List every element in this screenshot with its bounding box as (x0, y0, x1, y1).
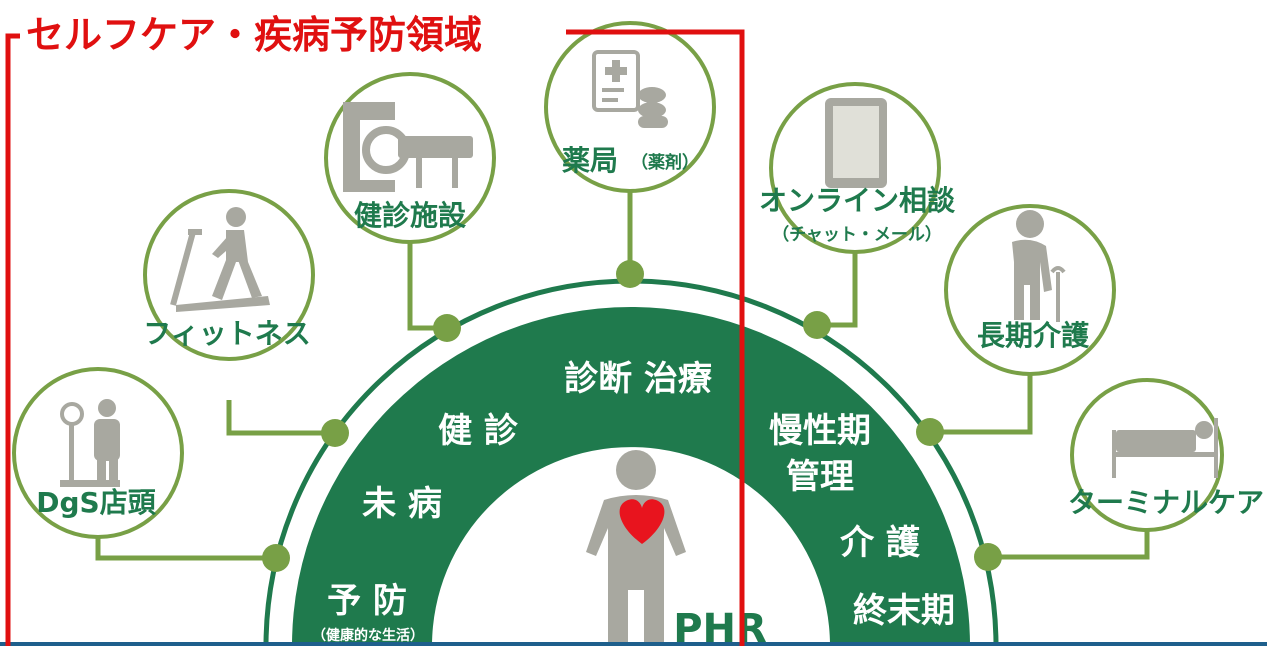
stage-checkup: 健 診 (438, 411, 519, 451)
service-circles (12, 21, 1224, 539)
prescription-icon (592, 50, 668, 128)
tablet-icon (825, 98, 887, 188)
service-checkup-facility: 健診施設 (354, 199, 467, 232)
heart-icon (619, 499, 665, 544)
service-online-consult: オンライン相談 (759, 184, 956, 217)
stage-labels: 診断 治療 健 診 未 病 予 防 （健康的な生活） 慢性期 管理 介 護 終末… (312, 359, 955, 644)
service-long-term-care: 長期介護 (977, 319, 1090, 352)
stage-chronic-line1: 慢性期 (769, 411, 871, 451)
connector-dots (262, 260, 1002, 572)
ct-scanner-icon (343, 102, 473, 192)
service-labels: DgS店頭 フィットネス 健診施設 薬局 （薬剤） オンライン相談 （チャット・… (36, 144, 1264, 519)
service-pharmacy-sub: （薬剤） (631, 152, 699, 173)
scale-icon (60, 399, 120, 487)
service-fitness: フィットネス (143, 317, 310, 350)
stage-chronic-line2: 管理 (786, 457, 854, 497)
stage-care: 介 護 (840, 523, 921, 563)
service-online-consult-sub: （チャット・メール） (772, 224, 942, 245)
treadmill-icon (170, 207, 270, 312)
bottom-bar (0, 642, 1267, 646)
selfcare-frame (5, 29, 745, 646)
phr-label: PHR (673, 606, 767, 646)
elderly-cane-icon (1012, 210, 1066, 322)
service-terminal-care: ターミナルケア (1068, 486, 1264, 519)
stage-end-of-life: 終末期 (853, 591, 955, 631)
service-drugstore: DgS店頭 (36, 486, 156, 519)
person-heart-icon (586, 450, 686, 646)
stage-band (292, 307, 970, 646)
stage-prevention: 予 防 (327, 581, 407, 621)
stage-prevention-sub: （健康的な生活） (312, 627, 424, 644)
stage-diagnosis-treatment: 診断 治療 (564, 359, 713, 399)
stage-pre-disease: 未 病 (362, 484, 442, 524)
frame-title: セルフケア・疾病予防領域 (26, 13, 482, 57)
service-pharmacy: 薬局 (562, 144, 618, 177)
hospital-bed-icon (1112, 418, 1218, 478)
